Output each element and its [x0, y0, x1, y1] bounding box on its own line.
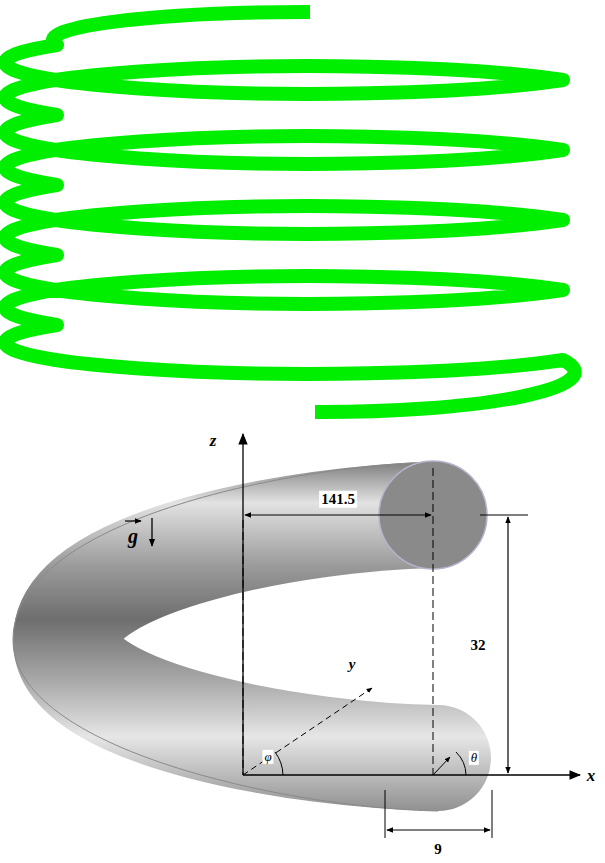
axis-label: z [210, 432, 217, 451]
vector-label: g [128, 525, 138, 547]
axis-label: x [587, 767, 596, 786]
dimension-value: 32 [471, 637, 486, 654]
phi-arc [275, 752, 283, 775]
helix-coil [5, 12, 575, 412]
center-line [433, 468, 434, 775]
dimension-line [507, 517, 508, 773]
vector-mark [125, 520, 141, 521]
axis-label: y [347, 656, 358, 673]
extension-line [480, 515, 528, 516]
angle-label: θ [469, 751, 479, 765]
extension-line [385, 790, 386, 838]
dimension-line [387, 829, 490, 830]
theta-arc [456, 752, 466, 775]
x-axis [243, 774, 580, 775]
dimension-value: 141.5 [319, 491, 357, 508]
gravity-arrow [151, 518, 152, 546]
tube-outline [13, 462, 438, 811]
center-line [243, 520, 244, 775]
tube-segment [66, 515, 438, 758]
dimension-value: 9 [434, 841, 442, 858]
angle-label: φ [262, 750, 273, 764]
dimension-line [245, 514, 431, 515]
extension-line [492, 790, 493, 838]
z-axis [242, 434, 243, 775]
theta-radius [433, 757, 450, 775]
y-axis [243, 688, 372, 775]
